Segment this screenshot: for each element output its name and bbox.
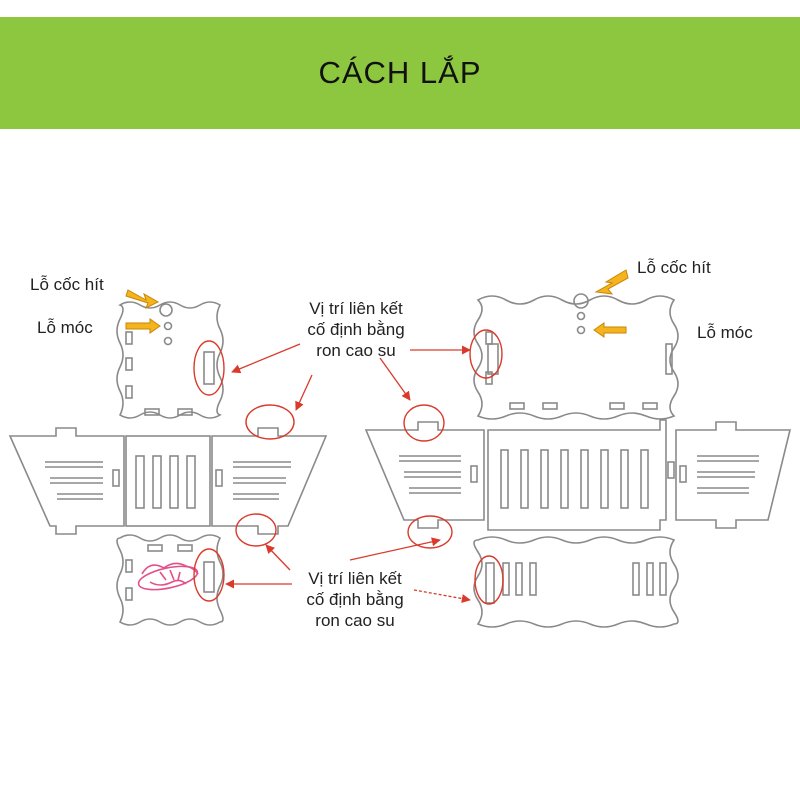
left-suction-arrow-icon (125, 289, 160, 310)
left-bottom-panel (125, 435, 211, 527)
bottom-join-line-2: cố định bằng (306, 590, 404, 609)
left-side-panel-left (8, 427, 125, 535)
bottom-join-line-1: Vị trí liên kết (308, 569, 402, 588)
right-back-panel (473, 295, 679, 420)
title-banner: CÁCH LẮP (0, 17, 800, 129)
top-join-line-2: cố định bằng (307, 320, 405, 339)
right-front-panel (473, 536, 679, 628)
right-suction-hole-label: Lỗ cốc hít (637, 258, 711, 277)
left-back-panel (116, 301, 224, 419)
page-title: CÁCH LẮP (318, 55, 482, 90)
right-suction-arrow-icon (594, 269, 629, 295)
top-join-line-3: ron cao su (316, 341, 396, 360)
left-side-panel-right (211, 427, 328, 535)
left-suction-hole-label: Lỗ cốc hít (30, 275, 104, 294)
bottom-join-line-3: ron cao su (315, 611, 395, 630)
left-hook-hole-label: Lỗ móc (37, 318, 93, 337)
right-hook-arrow-icon (593, 322, 627, 338)
right-hook-hole-label: Lỗ móc (697, 323, 753, 342)
top-join-line-1: Vị trí liên kết (309, 299, 403, 318)
bottom-join-label: Vị trí liên kết cố định bằng ron cao su (287, 568, 423, 631)
left-hook-arrow-icon (125, 318, 161, 334)
right-side-panel-left (364, 421, 485, 529)
right-bottom-panel (487, 419, 667, 531)
top-join-label: Vị trí liên kết cố định bằng ron cao su (291, 298, 421, 361)
right-side-panel-right (675, 421, 792, 529)
stamp-logo (137, 562, 199, 591)
left-front-panel (116, 534, 224, 626)
